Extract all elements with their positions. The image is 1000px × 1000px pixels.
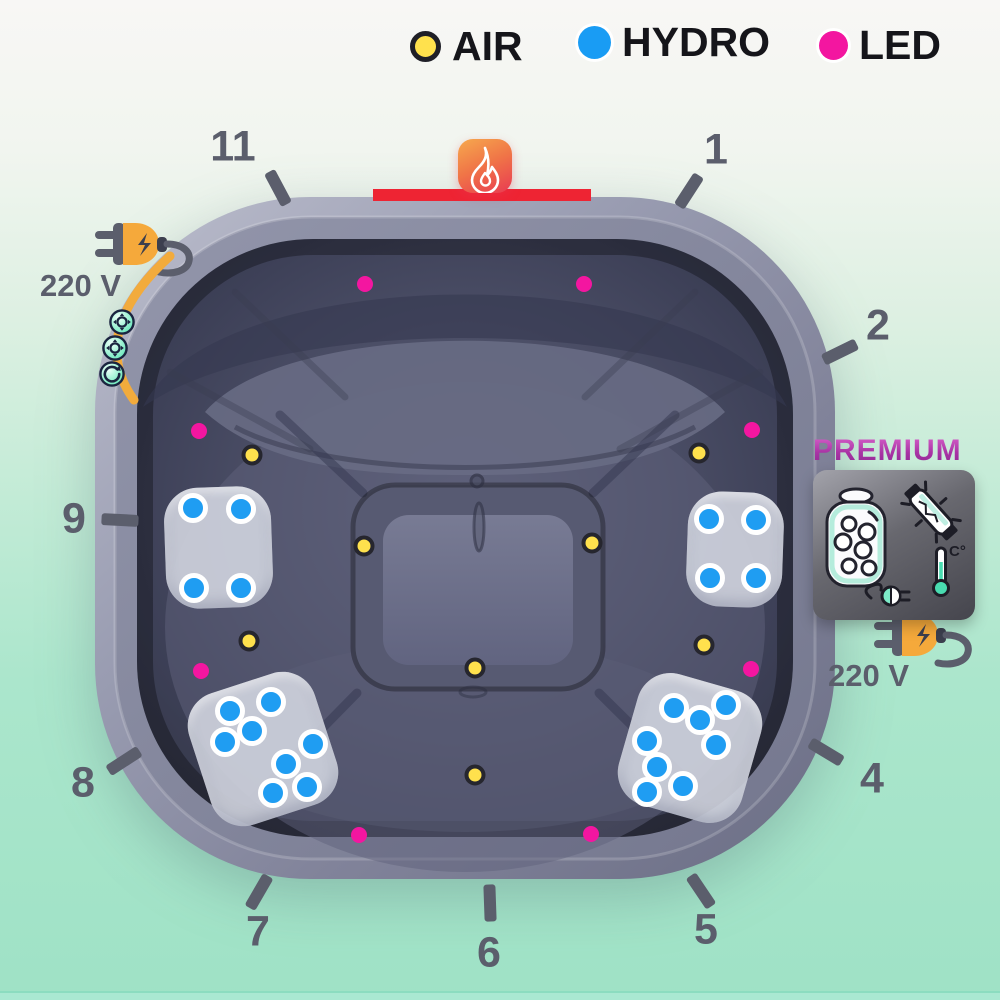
background-strip xyxy=(0,993,1000,1000)
thermometer-icon: C° xyxy=(932,543,966,597)
seat-groove xyxy=(275,410,368,498)
dial-tick-6 xyxy=(483,884,497,922)
hydro-jet xyxy=(256,687,286,717)
legend-label-hydro: HYDRO xyxy=(622,19,771,65)
hydro-jet xyxy=(711,690,741,720)
svg-text:C°: C° xyxy=(949,543,966,560)
dial-number-8: 8 xyxy=(71,758,95,807)
hydro-jet xyxy=(210,727,240,757)
air-jet xyxy=(688,442,710,464)
dial-number-1: 1 xyxy=(704,125,728,174)
led-jet-legend-icon xyxy=(819,31,848,60)
air-jet xyxy=(581,532,603,554)
hydro-jet xyxy=(237,716,267,746)
legend-label-led: LED xyxy=(859,22,941,68)
power-plug-icon-top-left xyxy=(95,223,193,277)
heater-flame-icon xyxy=(458,139,512,193)
voltage-label-top-left: 220 V xyxy=(40,268,122,303)
hydro-jet xyxy=(298,729,328,759)
corner-groove xyxy=(231,288,349,401)
led-jet xyxy=(583,826,599,842)
corner-groove xyxy=(166,368,314,453)
dial-number-9: 9 xyxy=(62,494,86,543)
dial-number-2: 2 xyxy=(866,301,890,350)
legend-item-air: AIR xyxy=(410,26,523,67)
heater-zone-bar xyxy=(373,189,591,201)
jet-fitting xyxy=(469,473,485,489)
led-jet xyxy=(744,422,760,438)
dial-number-6: 6 xyxy=(477,928,501,977)
mini-plug-icon xyxy=(864,582,911,607)
air-jet xyxy=(464,764,486,786)
hydro-jet xyxy=(668,771,698,801)
air-jet xyxy=(238,630,260,652)
hydro-jet xyxy=(741,563,771,593)
corner-groove xyxy=(581,288,699,401)
hydro-jet xyxy=(695,563,725,593)
dial-tick-9 xyxy=(101,513,139,527)
premium-feature-panel: C° xyxy=(813,470,975,620)
hydro-jet xyxy=(178,493,208,523)
floor-highlight xyxy=(215,642,715,832)
led-jet xyxy=(576,276,592,292)
hydro-jet xyxy=(226,573,256,603)
hydro-jet xyxy=(632,726,662,756)
massage-pump-icon xyxy=(825,487,887,588)
led-jet xyxy=(357,276,373,292)
background-divider xyxy=(0,991,1000,993)
hydro-jet-legend-icon xyxy=(578,26,611,59)
voltage-label-bottom-right: 220 V xyxy=(828,658,910,693)
air-jet xyxy=(353,535,375,557)
water-groove xyxy=(472,501,486,553)
hydro-jet xyxy=(226,494,256,524)
hydro-jet xyxy=(632,777,662,807)
adjustable-jet-icon xyxy=(102,335,128,361)
hydro-jet xyxy=(642,752,672,782)
legend-item-led: LED xyxy=(819,25,941,66)
legend-item-hydro: HYDRO xyxy=(578,22,770,63)
flame-icon xyxy=(470,146,500,193)
dial-number-11: 11 xyxy=(210,122,256,171)
hydro-jet xyxy=(292,772,322,802)
seat-groove xyxy=(588,410,680,498)
legend-label-air: AIR xyxy=(452,23,523,69)
air-jet xyxy=(464,657,486,679)
top-bench xyxy=(205,340,725,475)
dial-number-4: 4 xyxy=(860,754,884,803)
adjustable-jet-icon xyxy=(109,309,135,335)
air-jet xyxy=(241,444,263,466)
led-jet xyxy=(191,423,207,439)
premium-label: PREMIUM xyxy=(813,434,962,467)
led-jet xyxy=(351,827,367,843)
hydro-jet xyxy=(258,778,288,808)
air-jet xyxy=(693,634,715,656)
led-jet xyxy=(743,661,759,677)
hydro-jet xyxy=(659,693,689,723)
hydro-jet xyxy=(271,749,301,779)
backrest-shadow xyxy=(143,294,787,407)
hydro-jet xyxy=(215,696,245,726)
drain xyxy=(458,685,488,699)
hydro-jet xyxy=(179,573,209,603)
dial-number-7: 7 xyxy=(246,907,270,956)
corner-groove xyxy=(616,368,764,453)
air-jet-legend-icon xyxy=(410,31,441,62)
uv-lamp-icon xyxy=(900,480,962,544)
dial-number-5: 5 xyxy=(694,905,718,954)
hydro-jet xyxy=(741,505,771,535)
rotating-massage-icon xyxy=(99,361,125,387)
hydro-jet xyxy=(701,730,731,760)
hydro-jet xyxy=(694,504,724,534)
footwell-floor xyxy=(383,515,573,665)
led-jet xyxy=(193,663,209,679)
